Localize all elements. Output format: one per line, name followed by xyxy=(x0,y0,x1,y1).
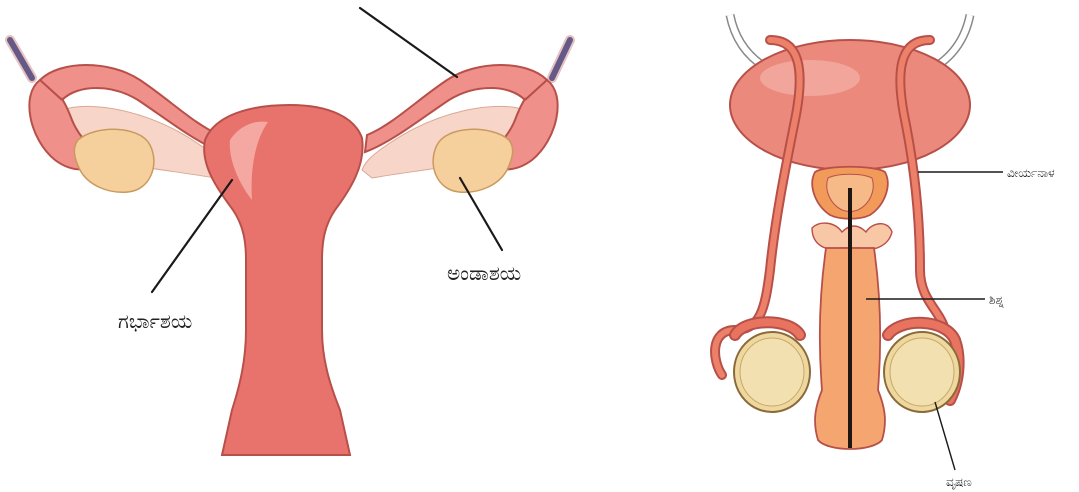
ovary-left xyxy=(74,129,154,192)
vessel-left-outline xyxy=(10,40,32,78)
bladder xyxy=(730,40,970,170)
leader-top-female xyxy=(360,8,457,77)
vas-deferens-label: ವೀರ್ಯನಾಳ xyxy=(1007,166,1055,180)
ovary-label: ಅಂಡಾಶಯ xyxy=(447,261,521,285)
testis-label: ವೃಷಣ xyxy=(946,475,972,490)
female-reproductive-system: ಗರ್ಭಾಶಯ ಅಂಡಾಶಯ xyxy=(10,8,570,455)
bladder-highlight xyxy=(760,60,860,96)
testis-left-inner xyxy=(740,338,804,406)
leader-testis xyxy=(935,402,955,470)
leader-uterus xyxy=(152,180,232,292)
penis-label: ಶಿಶ್ನ xyxy=(989,293,1004,308)
uterus xyxy=(204,105,362,455)
ovary-right xyxy=(433,129,513,192)
uterus-label: ಗರ್ಭಾಶಯ xyxy=(118,309,192,333)
male-reproductive-system: ವೀರ್ಯನಾಳ ಶಿಶ್ನ ವೃಷಣ xyxy=(715,15,1055,490)
vessel-right-outline xyxy=(552,40,570,78)
testis-right-inner xyxy=(890,338,954,406)
